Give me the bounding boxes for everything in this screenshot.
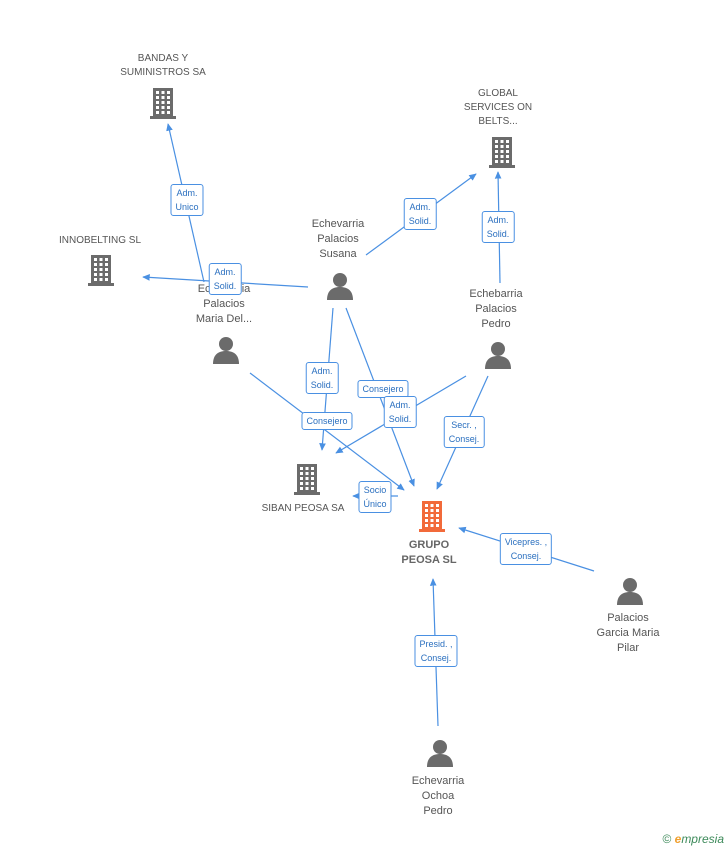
edge-label-e7[interactable]: Consejero [301, 412, 353, 430]
node-label-line: Palacios [475, 303, 517, 315]
edge-label-e1[interactable]: Adm. Unico [170, 184, 204, 216]
node-label-line: SIBAN PEOSA SA [261, 503, 345, 514]
node-label-line: BELTS... [478, 116, 518, 127]
edge-label-e2[interactable]: Adm. Solid. [208, 263, 242, 295]
node-label-line: Palacios [607, 612, 649, 624]
edge-label-e5[interactable]: Adm. Solid. [305, 362, 339, 394]
edge-label-text: Consej. [448, 434, 480, 444]
edge-label-e11[interactable]: Vicepres. , Consej. [499, 533, 553, 565]
node-label-line: Pedro [481, 318, 511, 330]
node-label-line: GLOBAL [477, 88, 519, 99]
edge-label-text: Vicepres. , [504, 537, 548, 547]
building-icon[interactable] [292, 462, 322, 501]
person-icon[interactable] [483, 340, 513, 375]
edge-label-text: Socio [363, 485, 387, 495]
node-label-siban[interactable]: SIBAN PEOSA SA [262, 502, 345, 516]
edge-label-text: Adm. [389, 400, 411, 410]
edge-label-text: Presid. , [419, 639, 453, 649]
edge-label-text: Unico [175, 202, 199, 212]
watermark: © empresia [662, 832, 724, 846]
edge-label-text: Consejero [362, 384, 404, 394]
edge-label-text: Solid. [310, 380, 334, 390]
node-label-line: Echevarria [311, 218, 365, 230]
node-label-line: Pilar [616, 642, 639, 654]
node-label-innobelting[interactable]: INNOBELTING SL [59, 234, 141, 248]
node-label-grupo[interactable]: GRUPO PEOSA SL [401, 538, 456, 568]
edge-label-text: Adm. [311, 366, 333, 376]
brand-initial: e [674, 832, 682, 846]
node-label-bandas[interactable]: BANDAS Y SUMINISTROS SA [120, 52, 206, 80]
brand-name: mpresia [681, 832, 724, 846]
node-label-line: Echevarria [411, 775, 465, 787]
edge-label-text: Consej. [510, 551, 542, 561]
edge-label-text: Consejero [306, 416, 348, 426]
building-icon[interactable] [417, 499, 447, 538]
edge-line-e7 [249, 372, 405, 491]
edge-label-text: Consej. [420, 653, 452, 663]
edge-label-text: Solid. [408, 216, 432, 226]
person-icon[interactable] [425, 738, 455, 773]
node-label-line: Ochoa [421, 790, 455, 802]
node-label-line: Palacios [203, 298, 245, 310]
node-label-line: GRUPO [408, 539, 450, 551]
copyright-symbol: © [662, 832, 672, 846]
node-label-line: PEOSA SL [401, 554, 457, 566]
edge-label-text: Adm. [409, 202, 431, 212]
edge-label-text: Adm. [176, 188, 198, 198]
edge-label-text: Solid. [213, 281, 237, 291]
node-label-line: SERVICES ON [463, 102, 533, 113]
node-label-line: Echebarria [469, 288, 523, 300]
node-label-line: Garcia Maria [596, 627, 660, 639]
edge-label-e9[interactable]: Secr. , Consej. [443, 416, 485, 448]
node-label-global[interactable]: GLOBAL SERVICES ON BELTS... [464, 87, 532, 129]
person-icon[interactable] [211, 335, 241, 370]
edge-label-e4[interactable]: Adm. Solid. [481, 211, 515, 243]
edge-label-text: Único [363, 499, 387, 509]
edge-label-text: Adm. [214, 267, 236, 277]
node-label-line: BANDAS Y [137, 53, 189, 64]
edge-label-text: Secr. , [451, 420, 477, 430]
edge-label-e8[interactable]: Adm. Solid. [383, 396, 417, 428]
edge-label-e12[interactable]: Presid. , Consej. [414, 635, 458, 667]
node-label-line: Maria Del... [195, 313, 253, 325]
edge-label-e6[interactable]: Consejero [357, 380, 409, 398]
node-label-line: Susana [319, 248, 357, 260]
building-icon[interactable] [148, 86, 178, 125]
edge-label-e3[interactable]: Adm. Solid. [403, 198, 437, 230]
person-icon[interactable] [325, 271, 355, 306]
building-icon[interactable] [487, 135, 517, 174]
node-label-line: SUMINISTROS SA [120, 67, 206, 78]
person-icon[interactable] [615, 576, 645, 611]
edge-label-text: Solid. [486, 229, 510, 239]
building-icon[interactable] [86, 253, 116, 292]
edge-label-text: Solid. [388, 414, 412, 424]
node-label-line: INNOBELTING SL [58, 235, 142, 246]
edge-label-text: Adm. [487, 215, 509, 225]
node-label-line: Palacios [317, 233, 359, 245]
node-label-line: Pedro [423, 805, 453, 817]
